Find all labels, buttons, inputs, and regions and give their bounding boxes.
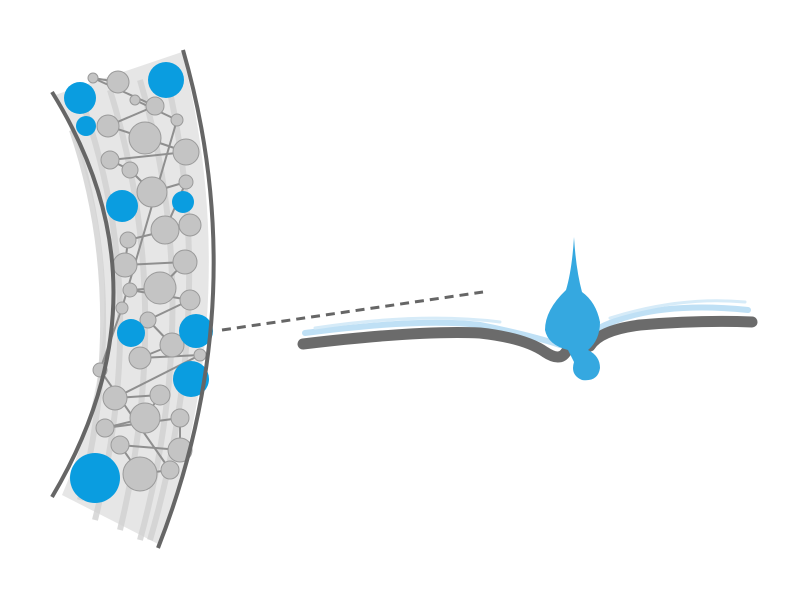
grey-particle [143,271,177,305]
liquid-film [302,299,751,348]
grey-particle [102,385,128,411]
grey-particle [149,384,171,406]
blue-particle [179,314,213,348]
membrane-right [584,315,758,352]
grey-particle [115,301,129,315]
grey-particle [110,435,130,455]
grey-particle [96,114,120,138]
grey-particle [178,213,202,237]
grey-particle [121,161,139,179]
grey-particle [172,138,200,166]
grey-particle [193,348,207,362]
blue-particle [172,191,194,213]
grey-particle [179,289,201,311]
wall-right-line [156,49,216,549]
grey-particle [87,72,99,84]
wall-left-line [50,90,116,499]
particle-link [92,77,156,107]
grey-particle [170,408,190,428]
grey-particle [145,96,165,116]
grey-particle [178,174,194,190]
grey-particle [139,311,157,329]
blue-particle [148,62,184,98]
grey-particle [122,282,138,298]
grey-particle [167,437,193,463]
grey-particle [106,70,130,94]
blue-particles [64,62,213,503]
droplet-icon [545,237,600,381]
blue-particle [64,82,96,114]
porous-wall [50,49,216,549]
grey-particle [95,418,115,438]
blue-particle [106,190,138,222]
grey-particle [128,121,162,155]
grey-particle [100,150,120,170]
grey-particle [129,402,161,434]
grey-particle [119,231,137,249]
blue-particle [173,361,209,397]
membrane-detail [297,237,758,381]
grey-particle [129,94,141,106]
grey-particle [172,249,198,275]
blue-particle [117,319,145,347]
grey-particle [150,215,180,245]
blue-particle [70,453,120,503]
grey-particle [136,176,168,208]
grey-particle [122,456,158,492]
grey-particle [112,252,138,278]
particle-link [121,119,178,309]
membrane-left [297,326,572,363]
grey-particle [159,332,185,358]
grey-particle [160,460,180,480]
blue-particle [76,116,96,136]
grey-particle [128,346,152,370]
grey-particles [87,70,207,492]
grey-particle [170,113,184,127]
